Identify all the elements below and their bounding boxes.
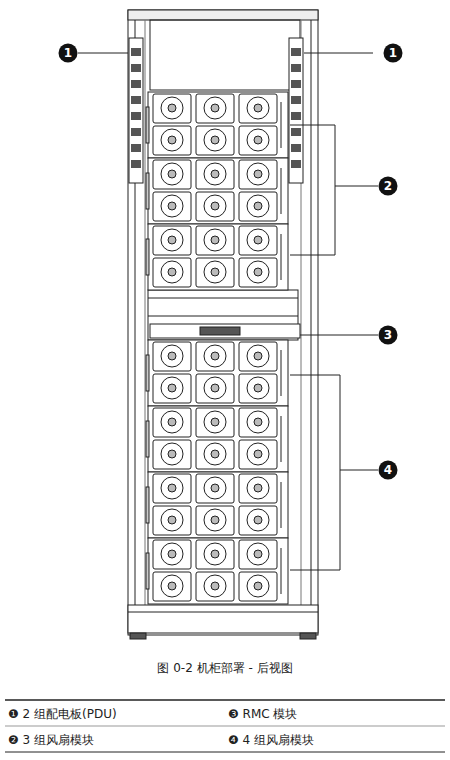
callout-number: 1 <box>383 43 403 63</box>
callout-number: 3 <box>378 325 398 345</box>
table-cell: ❷ 3 组风扇模块 <box>8 732 94 749</box>
table-cell: ❸ RMC 模块 <box>228 706 297 723</box>
table-cell: ❹ 4 组风扇模块 <box>228 732 314 749</box>
callout-number: 2 <box>378 176 398 196</box>
callout-number: 4 <box>378 460 398 480</box>
callout-number: 1 <box>58 43 78 63</box>
callout-number: 1 <box>58 43 78 63</box>
callout-number: 2 <box>378 176 398 196</box>
figure-caption: 图 0-2 机柜部署 - 后视图 <box>157 660 292 677</box>
callout-number: 3 <box>378 325 398 345</box>
table-cell: ❶ 2 组配电板(PDU) <box>8 706 117 723</box>
callout-number: 4 <box>378 460 398 480</box>
callout-number: 1 <box>383 43 403 63</box>
